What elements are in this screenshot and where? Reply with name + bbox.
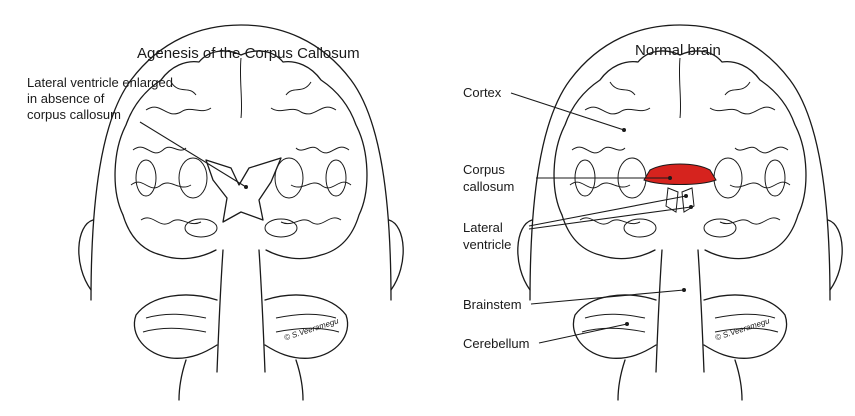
label-corpus-callosum-line1: Corpus	[463, 162, 505, 177]
label-lateral-ventricle-line2: ventricle	[463, 237, 512, 252]
agenesis-brain-illustration	[78, 24, 404, 401]
right-panel-title: Normal brain	[635, 42, 721, 59]
corpus-callosum-highlight	[643, 163, 717, 185]
enlarged-ventricle-label-line1: Lateral ventricle enlarged	[27, 75, 173, 90]
enlarged-ventricle-hatch	[205, 157, 282, 223]
label-lateral-ventricle-line1: Lateral	[463, 220, 503, 235]
label-cortex: Cortex	[463, 85, 502, 100]
label-corpus-callosum-line2: callosum	[463, 179, 515, 194]
enlarged-ventricle-label-line3: corpus callosum	[27, 107, 121, 122]
label-brainstem: Brainstem	[463, 297, 522, 312]
enlarged-ventricle-label-line2: in absence of	[27, 91, 105, 106]
leader-lines	[139, 92, 693, 344]
normal-brain-illustration	[517, 24, 843, 401]
label-cerebellum: Cerebellum	[463, 336, 530, 351]
left-panel-title: Agenesis of the Corpus Callosum	[137, 45, 360, 62]
